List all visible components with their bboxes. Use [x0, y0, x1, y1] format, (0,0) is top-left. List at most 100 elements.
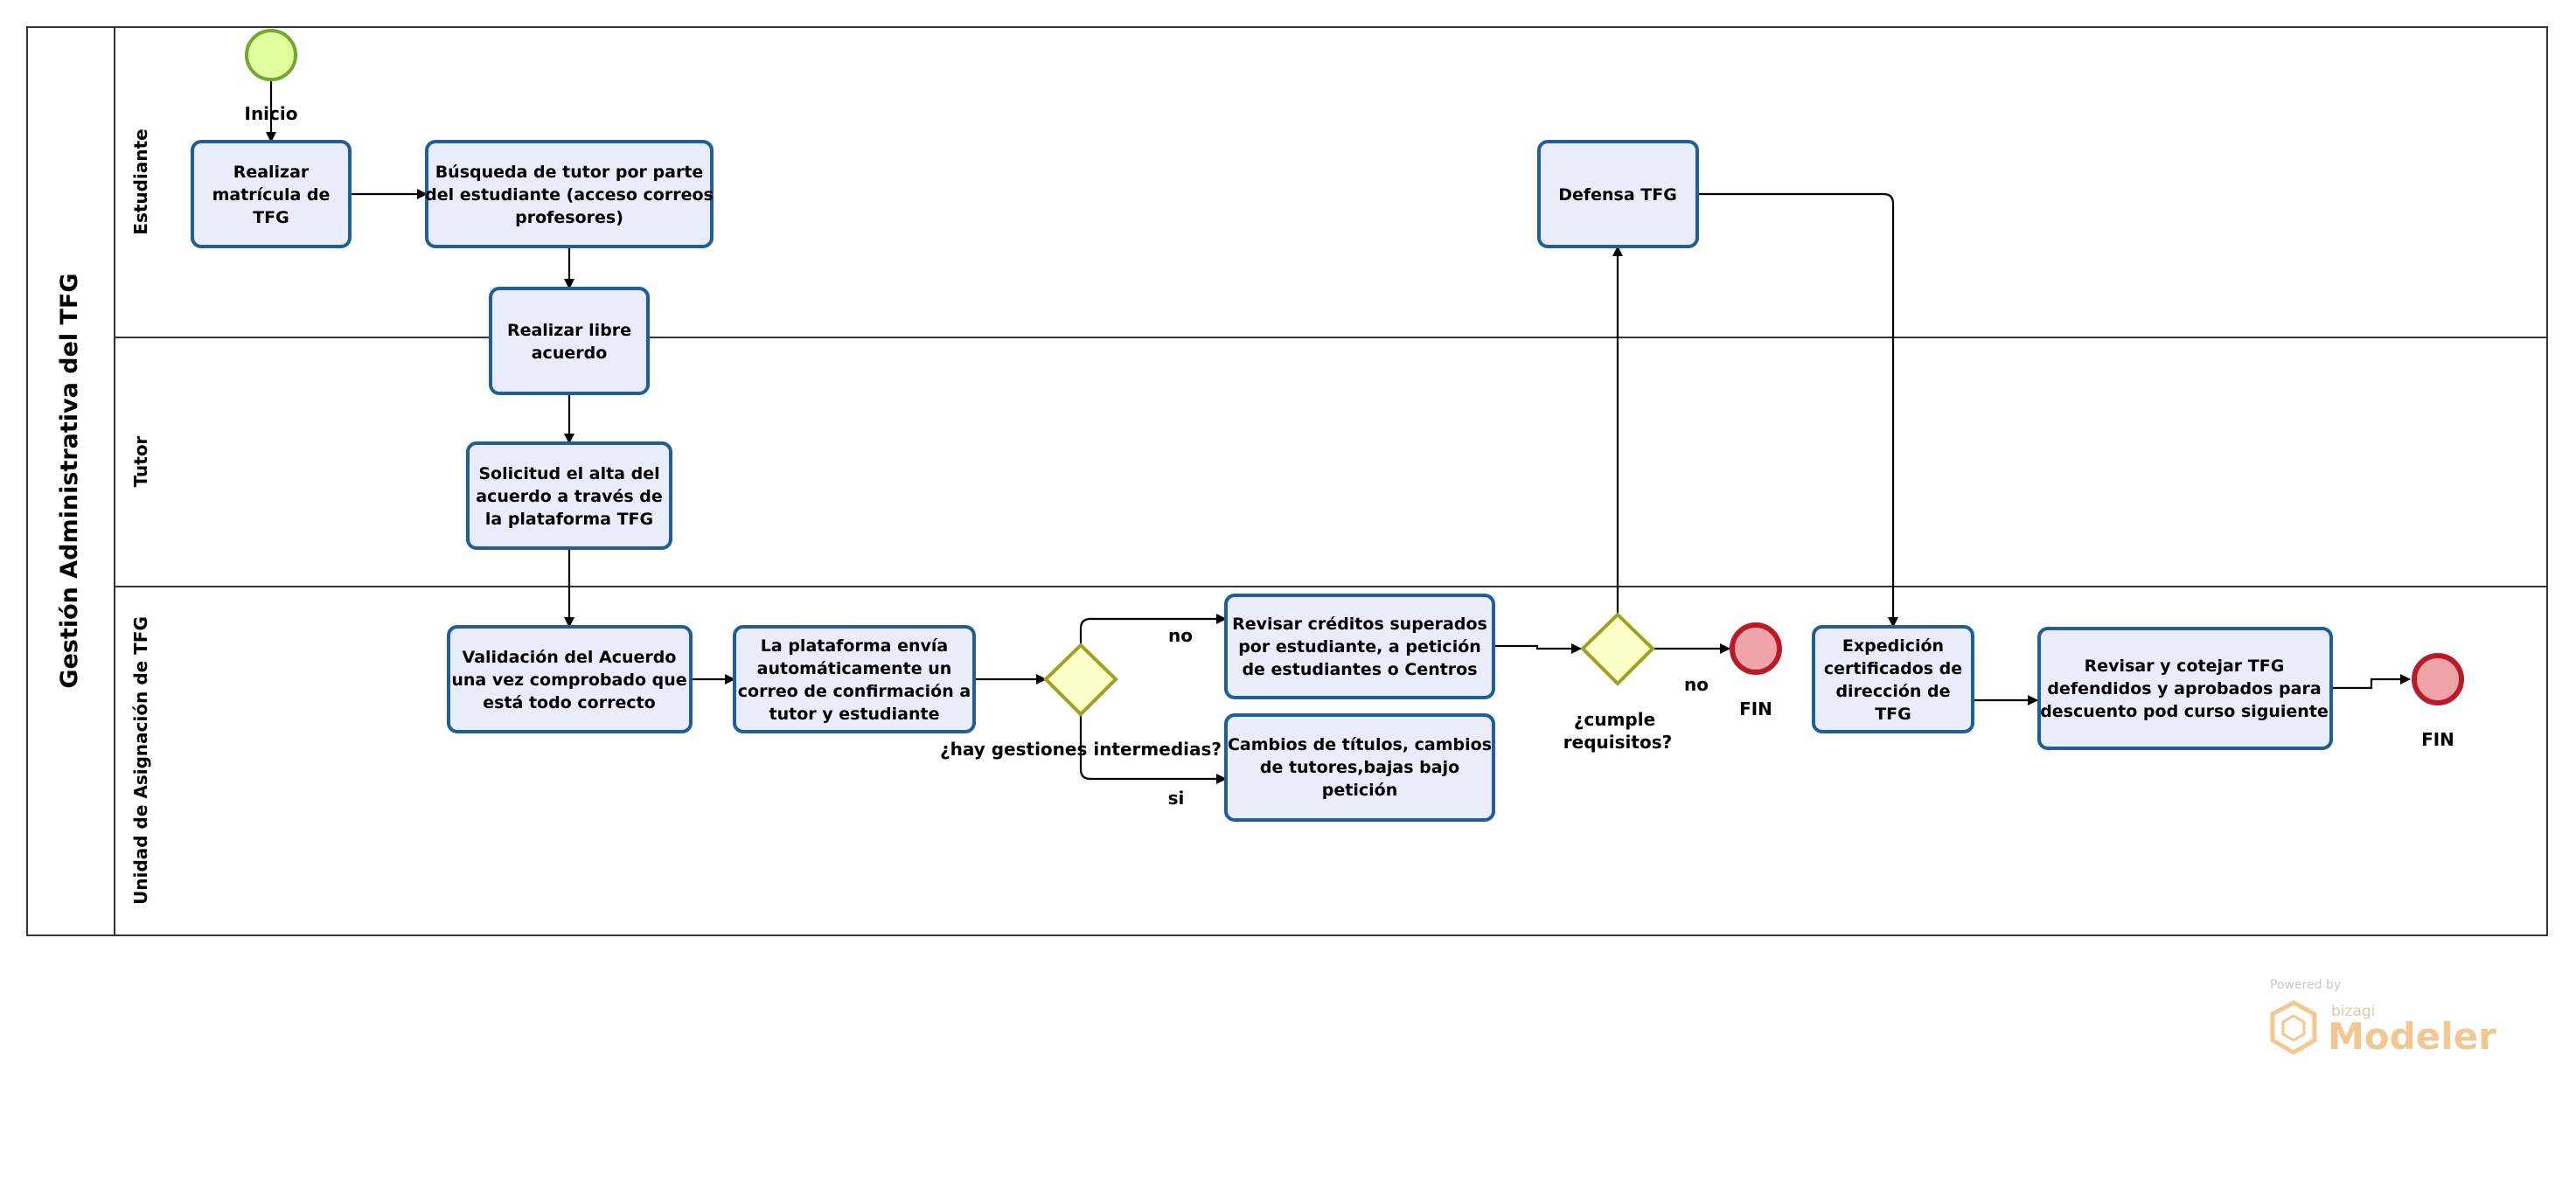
task-plataforma-box: [733, 625, 976, 733]
task-revisar-cotejar[interactable]: Revisar y cotejar TFG defendidos y aproba…: [2037, 627, 2333, 750]
task-solicitud[interactable]: Solicitud el alta del acuerdo a través de…: [466, 441, 672, 550]
task-label-line: Solicitud el alta del: [478, 464, 659, 483]
task-plataforma-label: La plataforma envía automáticamente un cor…: [738, 636, 971, 724]
end-event-1-circle: [1730, 622, 1782, 675]
start-event[interactable]: [245, 29, 297, 81]
task-label-line: certificados de: [1824, 659, 1962, 678]
task-label-line: Cambios de títulos, cambios: [1228, 735, 1492, 754]
pool-border: [26, 26, 2548, 936]
task-label-line: defendidos y aprobados para: [2047, 679, 2321, 698]
watermark-powered-by: Powered by: [2270, 978, 2341, 992]
gateway-gestiones-diamond: [1043, 643, 1118, 717]
task-label-line: TFG: [253, 208, 289, 227]
task-validacion-label: Validación del Acuerdo una vez comprobado…: [451, 648, 686, 712]
task-solicitud-label: Solicitud el alta del acuerdo a través de…: [476, 464, 663, 529]
task-defensa-label: Defensa TFG: [1558, 185, 1677, 205]
watermark-product: Modeler: [2328, 1015, 2496, 1058]
lane-label-estudiante: Estudiante: [130, 129, 151, 234]
task-label-line: dirección de: [1835, 682, 1950, 701]
flow-gateway-si-to-cambios: [1079, 714, 1227, 784]
task-label-line: Realizar libre: [507, 321, 631, 340]
task-plataforma[interactable]: La plataforma envía automáticamente un cor…: [733, 625, 976, 733]
gateway-requisitos-label-line-2: requisitos?: [1563, 732, 1672, 753]
task-expedicion[interactable]: Expedición certificados de dirección de TFG: [1812, 625, 1974, 733]
task-label-line: Búsqueda de tutor por parte: [435, 163, 704, 182]
end-event-1[interactable]: [1730, 622, 1782, 675]
end-event-2-circle: [2412, 653, 2464, 705]
task-revisar-creditos-box: [1224, 594, 1495, 699]
task-label-line: Defensa TFG: [1558, 185, 1677, 205]
task-matricula-label: Realizar matrícula de TFG: [212, 163, 331, 227]
task-label-line: La plataforma envía: [761, 636, 948, 656]
task-matricula[interactable]: Realizar matrícula de TFG: [191, 140, 352, 248]
task-expedicion-box: [1812, 625, 1974, 733]
task-validacion-box: [447, 625, 693, 733]
lane-label-unidad: Unidad de Asignación de TFG: [130, 616, 151, 905]
start-event-label: Inicio: [245, 103, 298, 124]
gateway-gestiones-label: ¿hay gestiones intermedias?: [940, 739, 1222, 760]
task-label-line: automáticamente un: [757, 659, 952, 678]
task-label-line: una vez comprobado que: [451, 670, 686, 690]
start-event-circle: [245, 29, 297, 81]
task-label-line: Revisar y cotejar TFG: [2085, 657, 2285, 676]
task-defensa[interactable]: Defensa TFG: [1537, 140, 1699, 248]
gateway-requisitos-label: ¿cumple requisitos?: [1563, 709, 1672, 753]
gateway-gestiones-label-line: ¿hay gestiones intermedias?: [940, 739, 1222, 760]
gateway-requisitos-no-label: no: [1684, 674, 1709, 695]
task-label-line: del estudiante (acceso correos: [425, 185, 714, 205]
task-label-line: Validación del Acuerdo: [463, 648, 677, 667]
task-revisar-cotejar-label: Revisar y cotejar TFG defendidos y aproba…: [2040, 657, 2329, 721]
task-busqueda-box: [425, 140, 714, 248]
task-label-line: descuento pod curso siguiente: [2040, 702, 2329, 721]
task-revisar-cotejar-box: [2037, 627, 2333, 750]
flow-gateway-no-to-revisar: [1079, 614, 1227, 645]
end-event-1-label: FIN: [1739, 698, 1772, 719]
task-label-line: profesores): [515, 208, 623, 227]
bizagi-logo-inner-icon: [2281, 1014, 2306, 1042]
task-label-line: TFG: [1875, 705, 1911, 724]
pool: Gestión Administrativa del TFG: [26, 26, 2548, 936]
gateway-gestiones[interactable]: [1043, 643, 1118, 717]
task-label-line: correo de confirmación a: [738, 682, 971, 701]
gateway-gestiones-no-label: no: [1168, 625, 1193, 646]
task-label-line: matrícula de: [212, 185, 331, 205]
task-label-line: de tutores,bajas bajo: [1260, 758, 1459, 777]
task-label-line: de estudiantes o Centros: [1242, 660, 1477, 679]
task-label-line: está todo correcto: [483, 693, 655, 712]
task-busqueda[interactable]: Búsqueda de tutor por parte del estudiant…: [425, 140, 714, 248]
gateway-requisitos-diamond: [1580, 612, 1655, 686]
end-event-2[interactable]: [2412, 653, 2464, 705]
end-event-2-label: FIN: [2421, 729, 2454, 750]
watermark-brand: bizagi: [2331, 1003, 2375, 1020]
task-busqueda-label: Búsqueda de tutor por parte del estudiant…: [425, 163, 714, 227]
bizagi-watermark: Powered by bizagi Modeler: [2270, 978, 2496, 1058]
task-label-line: petición: [1322, 781, 1397, 800]
pool-title: Gestión Administrativa del TFG: [56, 273, 83, 688]
flow-revisar-to-requisitos: [1493, 643, 1582, 654]
task-validacion[interactable]: Validación del Acuerdo una vez comprobado…: [447, 625, 693, 733]
task-label-line: tutor y estudiante: [769, 705, 940, 724]
flow-defensa-to-expedicion: [1697, 192, 1898, 628]
task-solicitud-box: [466, 441, 672, 550]
flow-revisar-cotejar-to-fin: [2331, 674, 2411, 690]
task-libre-acuerdo-box: [489, 287, 650, 395]
task-label-line: la plataforma TFG: [485, 510, 653, 529]
task-label-line: acuerdo a través de: [476, 487, 663, 506]
bizagi-logo-icon: [2270, 1000, 2317, 1055]
gateway-requisitos[interactable]: [1580, 612, 1655, 686]
task-cambios-label: Cambios de títulos, cambios de tutores,ba…: [1228, 735, 1492, 800]
sequence-flows: [266, 80, 2411, 784]
task-label-line: Revisar créditos superados: [1232, 615, 1487, 634]
task-label-line: Expedición: [1842, 636, 1944, 656]
lane-label-tutor: Tutor: [130, 435, 151, 487]
task-label-line: Realizar: [233, 163, 310, 182]
task-defensa-box: [1537, 140, 1699, 248]
task-cambios[interactable]: Cambios de títulos, cambios de tutores,ba…: [1224, 713, 1495, 822]
task-cambios-box: [1224, 713, 1495, 822]
task-expedicion-label: Expedición certificados de dirección de TFG: [1824, 636, 1962, 724]
